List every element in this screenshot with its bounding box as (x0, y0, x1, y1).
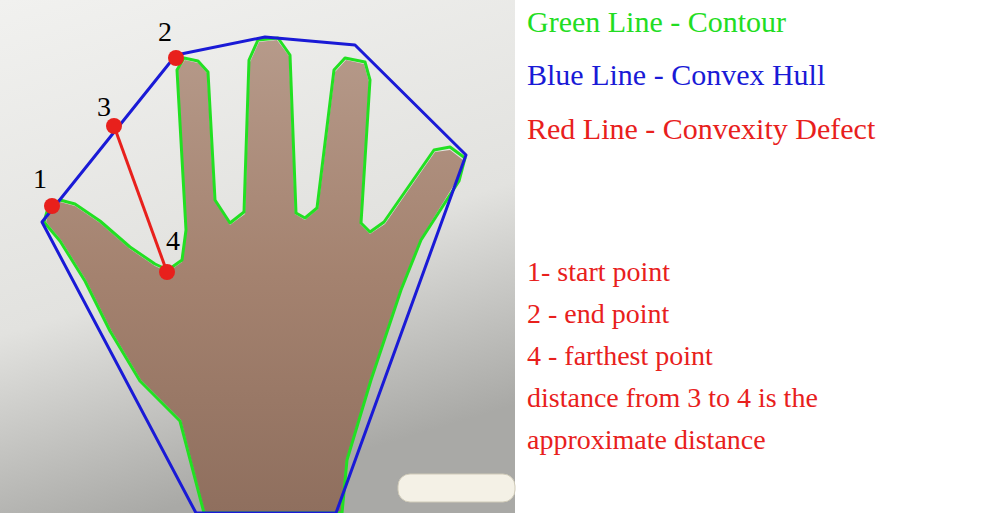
end-point-dot (168, 50, 184, 66)
legend-text: Red Line - Convexity Defect (527, 112, 875, 146)
convex-hull-line (42, 37, 466, 513)
callout-number: 3 (97, 92, 111, 122)
legend-text: Blue Line - Convex Hull (527, 58, 825, 92)
note-text: 4 - farthest point (527, 335, 713, 377)
callout-number: 2 (158, 17, 172, 47)
callout-number: 1 (33, 164, 47, 194)
convexity-defect-line (114, 126, 167, 272)
background-object (398, 474, 515, 502)
note-text: 1- start point (527, 251, 670, 293)
note-text: 2 - end point (527, 293, 669, 335)
legend-text: Green Line - Contour (527, 5, 786, 39)
photo-background (0, 0, 515, 513)
start-point-dot (44, 198, 60, 214)
hand (46, 40, 463, 513)
farthest-point-dot (159, 264, 175, 280)
callout-number: 4 (166, 226, 180, 256)
contour-line (44, 38, 465, 513)
note-text: distance from 3 to 4 is the approximate … (527, 377, 947, 461)
